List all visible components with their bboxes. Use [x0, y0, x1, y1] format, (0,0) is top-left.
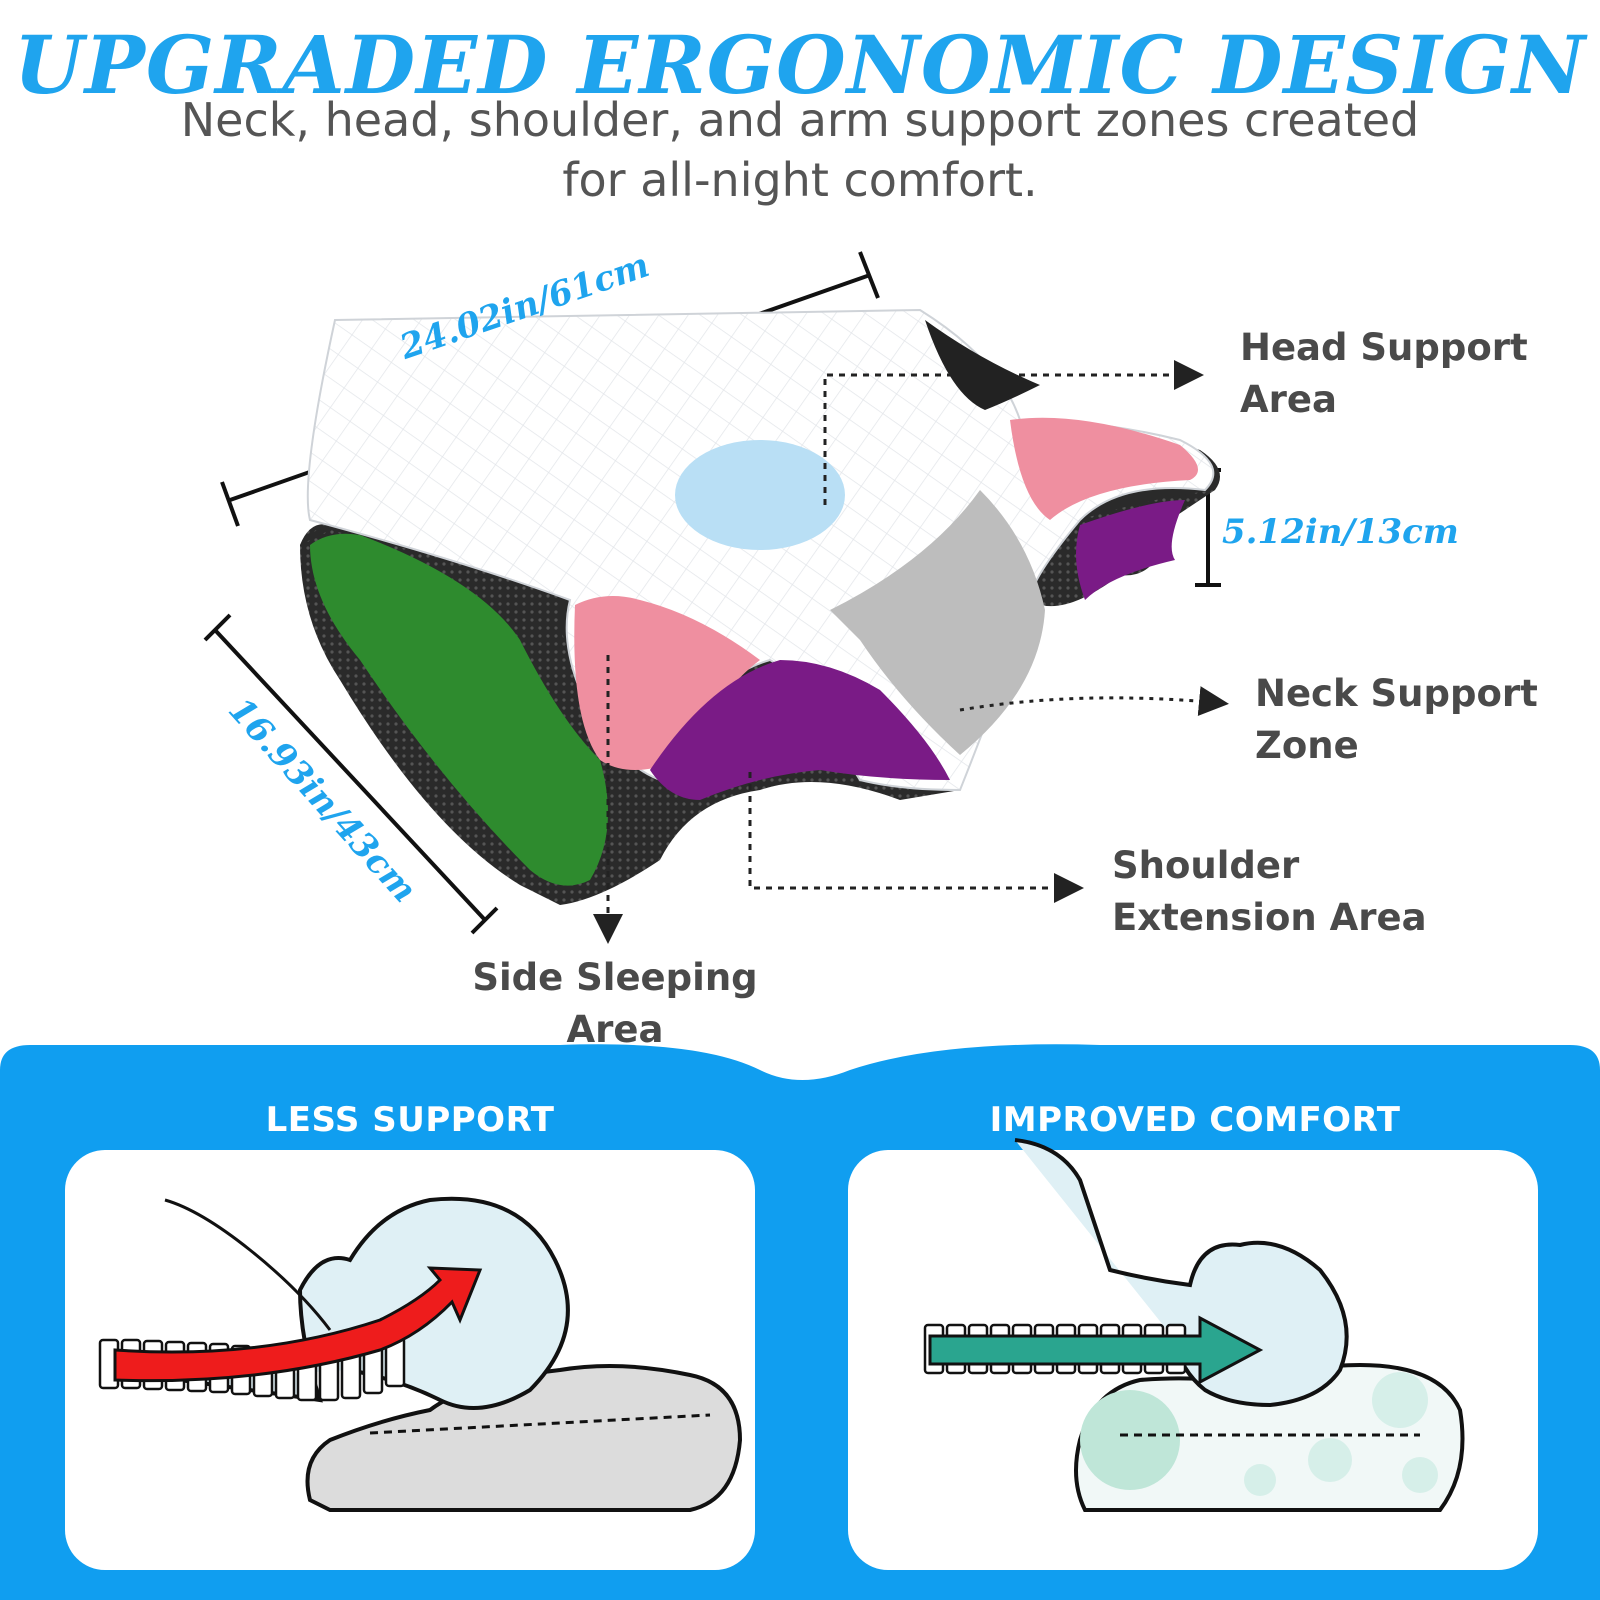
- shoulder-extension-callout: Shoulder Extension Area: [1112, 840, 1427, 944]
- aligned-spine-diagram: [923, 1138, 1465, 1512]
- misaligned-spine-diagram: [98, 1196, 743, 1512]
- neck-support-leader: [959, 686, 1229, 716]
- head-support-line-2: Area: [1240, 378, 1337, 421]
- neck-support-line-2: Zone: [1255, 724, 1359, 767]
- pillow-diagram: [203, 251, 1229, 944]
- shoulder-extension-line-1: Shoulder: [1112, 844, 1300, 887]
- pillow-illustration: [300, 308, 1220, 905]
- subtitle-line-2: for all-night comfort.: [562, 153, 1038, 207]
- improved-comfort-label: IMPROVED COMFORT: [989, 1100, 1401, 1140]
- shoulder-extension-line-2: Extension Area: [1112, 896, 1427, 939]
- side-sleeping-callout: Side Sleeping Area: [470, 952, 760, 1056]
- neck-support-line-1: Neck Support: [1255, 672, 1538, 715]
- height-dimension-label: 5.12in/13cm: [1222, 512, 1459, 552]
- less-support-label: LESS SUPPORT: [265, 1100, 555, 1140]
- subtitle-line-1: Neck, head, shoulder, and arm support zo…: [180, 93, 1420, 147]
- width-dimension-line: [203, 613, 499, 935]
- head-support-callout: Head Support Area: [1240, 322, 1528, 426]
- shoulder-extension-leader: [748, 772, 1084, 903]
- side-sleeping-line-1: Side Sleeping: [472, 956, 758, 999]
- page-title: UPGRADED ERGONOMIC DESIGN: [13, 18, 1587, 112]
- head-support-line-1: Head Support: [1240, 326, 1528, 369]
- neck-support-callout: Neck Support Zone: [1255, 668, 1538, 772]
- comparison-banner: [0, 1044, 1600, 1600]
- side-sleeping-line-2: Area: [566, 1008, 664, 1051]
- page-subtitle: Neck, head, shoulder, and arm support zo…: [100, 90, 1500, 210]
- head-support-leader: [823, 360, 1204, 505]
